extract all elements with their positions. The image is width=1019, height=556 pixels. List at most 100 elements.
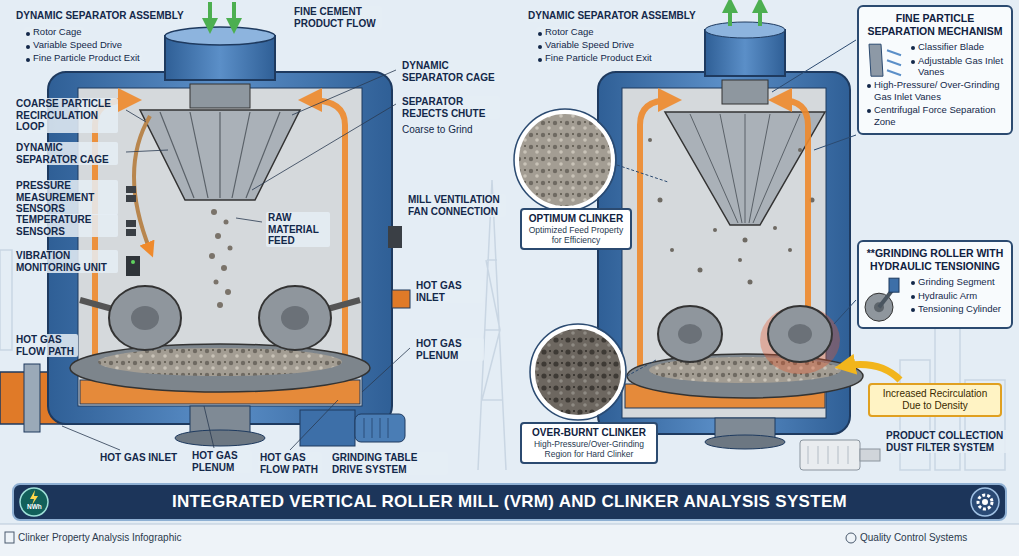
left-mill	[109, 286, 181, 350]
classifier-blade-detail	[887, 50, 901, 75]
part-label: TEMPERATURE SENSORS	[14, 214, 118, 237]
background-skyline	[478, 180, 506, 470]
suspended-particles	[738, 258, 742, 262]
right-mill	[705, 22, 785, 38]
bullet-item: Rotor Cage	[536, 27, 596, 38]
part-label: VIBRATION MONITORING UNIT	[14, 250, 118, 273]
left-mill	[175, 430, 265, 446]
part-label: DYNAMIC SEPARATOR CAGE	[14, 142, 118, 165]
leader-lines	[236, 218, 262, 222]
part-label: DYNAMIC SEPARATOR CAGE	[400, 60, 500, 83]
left-mill	[259, 286, 331, 350]
left-mill	[78, 88, 362, 406]
suspended-particles	[670, 248, 674, 252]
left-mill	[24, 364, 40, 432]
callout-panel: FINE PARTICLE SEPARATION MECHANISMClassi…	[857, 5, 1013, 135]
left-mill	[126, 186, 136, 193]
roller-detail	[889, 278, 899, 292]
classifier-blade-detail	[869, 44, 883, 76]
left-mill	[281, 306, 309, 330]
right-mill	[514, 5, 900, 470]
left-mill	[355, 414, 405, 442]
roller-detail	[879, 289, 893, 307]
falling-feed	[209, 209, 233, 308]
left-mill	[126, 256, 140, 276]
falling-feed	[225, 289, 231, 295]
left-mill	[165, 27, 275, 45]
footer-text: Clinker Property Analysis Infographic	[18, 532, 181, 544]
part-label: COARSE PARTICLE RECIRCULATION LOOP	[14, 98, 118, 133]
item-text: Tensioning Cylinder	[909, 303, 1005, 314]
roller-detail	[874, 302, 884, 312]
right-mill	[800, 440, 860, 470]
suspended-particles	[748, 280, 753, 285]
left-mill	[208, 2, 212, 26]
part-label: DYNAMIC SEPARATOR ASSEMBLY	[14, 10, 186, 22]
gear-icon	[969, 486, 1001, 518]
part-label: HOT GAS PLENUM	[190, 450, 252, 473]
right-mill	[678, 324, 702, 344]
item-text: Grinding Segment	[909, 276, 1005, 287]
falling-feed	[217, 302, 223, 308]
left-mill	[364, 418, 388, 438]
gear-icon	[978, 495, 992, 509]
left-mill	[131, 306, 159, 330]
callout-panel: **GRINDING ROLLER WITH HYDRAULIC TENSION…	[857, 240, 1013, 329]
part-label: GRINDING TABLE DRIVE SYSTEM	[330, 452, 448, 475]
footer-strip	[0, 524, 1019, 556]
falling-feed	[214, 280, 219, 285]
suspended-particles	[798, 148, 802, 152]
logo-text: NWh	[27, 504, 42, 511]
right-mill	[617, 165, 668, 182]
part-label: DYNAMIC SEPARATOR ASSEMBLY	[526, 10, 698, 22]
footer-strip	[0, 524, 1019, 556]
right-mill	[808, 446, 848, 464]
bullet-item: Rotor Cage	[24, 27, 84, 38]
left-mill	[190, 84, 250, 108]
falling-feed	[228, 246, 233, 251]
gear-icon	[982, 499, 988, 505]
left-mill	[98, 348, 342, 376]
footer-text: Quality Control Systems	[860, 532, 967, 544]
left-mill	[126, 229, 136, 236]
part-label: HOT GAS INLET	[98, 452, 179, 464]
title-banner: INTEGRATED VERTICAL ROLLER MILL (VRM) AN…	[12, 483, 1007, 521]
right-mill	[760, 306, 840, 374]
item-text: Adjustable Gas Inlet Vanes	[909, 55, 1005, 78]
heading-text: **GRINDING ROLLER WITH HYDRAULIC TENSION…	[865, 247, 1005, 272]
bullet-item: Variable Speed Drive	[536, 40, 636, 51]
falling-feed	[215, 233, 221, 239]
leader-lines	[290, 400, 338, 450]
background-skyline	[0, 250, 12, 350]
left-mill	[300, 410, 355, 446]
part-label: HOT GAS INLET	[414, 280, 484, 303]
item-text: High-Pressure/Over-Grinding Region for H…	[526, 439, 652, 459]
suspended-particles	[648, 138, 815, 285]
falling-feed	[211, 209, 217, 215]
leader-lines	[204, 406, 214, 448]
logo-icon	[30, 490, 38, 505]
roller-detail	[865, 293, 893, 321]
left-mill	[126, 220, 136, 227]
item-text: High-Pressure/ Over-Grinding Gas Inlet V…	[865, 79, 1005, 102]
logo-icon	[20, 488, 48, 516]
suspended-particles	[773, 226, 777, 230]
heading-text: OVER-BURNT CLINKER	[526, 427, 652, 439]
suspended-particles	[788, 248, 792, 252]
part-label: SEPARATOR REJECTS CHUTE	[400, 96, 500, 119]
right-mill	[845, 365, 900, 380]
leader-lines	[126, 110, 146, 122]
left-mill	[126, 195, 136, 202]
falling-feed	[221, 265, 227, 271]
suspended-particles	[648, 138, 652, 142]
left-mill	[70, 344, 370, 392]
right-mill	[705, 435, 785, 449]
left-mill	[131, 260, 135, 264]
part-label: PRESSURE MEASUREMENT SENSORS	[14, 180, 118, 215]
right-mill	[768, 306, 832, 362]
right-mill	[665, 112, 825, 225]
item-text: Centrifugal Force Separation Zone	[865, 104, 1005, 127]
left-mill	[140, 110, 300, 200]
